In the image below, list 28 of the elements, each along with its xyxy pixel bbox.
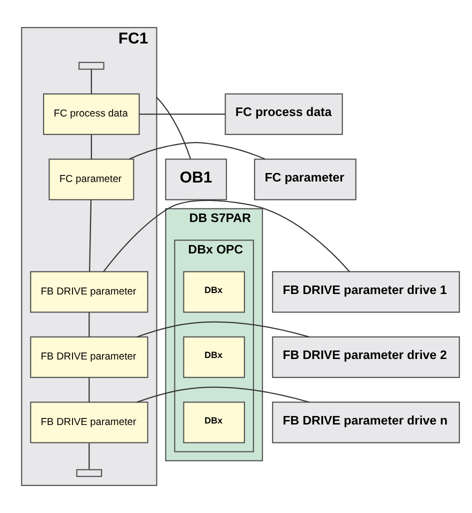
connector — [103, 200, 350, 272]
node-box: DBx — [183, 271, 245, 313]
node-box: FB DRIVE parameter — [30, 402, 148, 444]
connector — [88, 378, 90, 402]
node-box — [78, 62, 104, 70]
node-box — [76, 469, 102, 478]
node-box: FC process data — [43, 93, 140, 135]
connector — [88, 443, 90, 470]
node-box: FB DRIVE parameter — [30, 336, 148, 378]
connector — [90, 69, 92, 94]
node-box: FB DRIVE parameter — [30, 271, 148, 313]
connector — [140, 114, 226, 115]
connector — [136, 386, 310, 403]
connector — [136, 321, 310, 338]
connector — [90, 134, 92, 160]
node-box: OB1 — [165, 158, 227, 200]
connector — [88, 200, 92, 272]
node-box: DBx — [183, 402, 245, 444]
connector — [129, 142, 266, 160]
node-box: FB DRIVE parameter drive 1 — [272, 271, 460, 313]
node-box: DBx — [183, 336, 245, 378]
connector — [156, 96, 191, 160]
node-box: FB DRIVE parameter drive n — [272, 402, 460, 444]
node-box: FC parameter — [48, 158, 134, 200]
node-box: FC process data — [224, 93, 343, 135]
node-box: FC parameter — [254, 158, 356, 200]
node-box: FB DRIVE parameter drive 2 — [272, 336, 460, 378]
connector — [88, 312, 90, 337]
